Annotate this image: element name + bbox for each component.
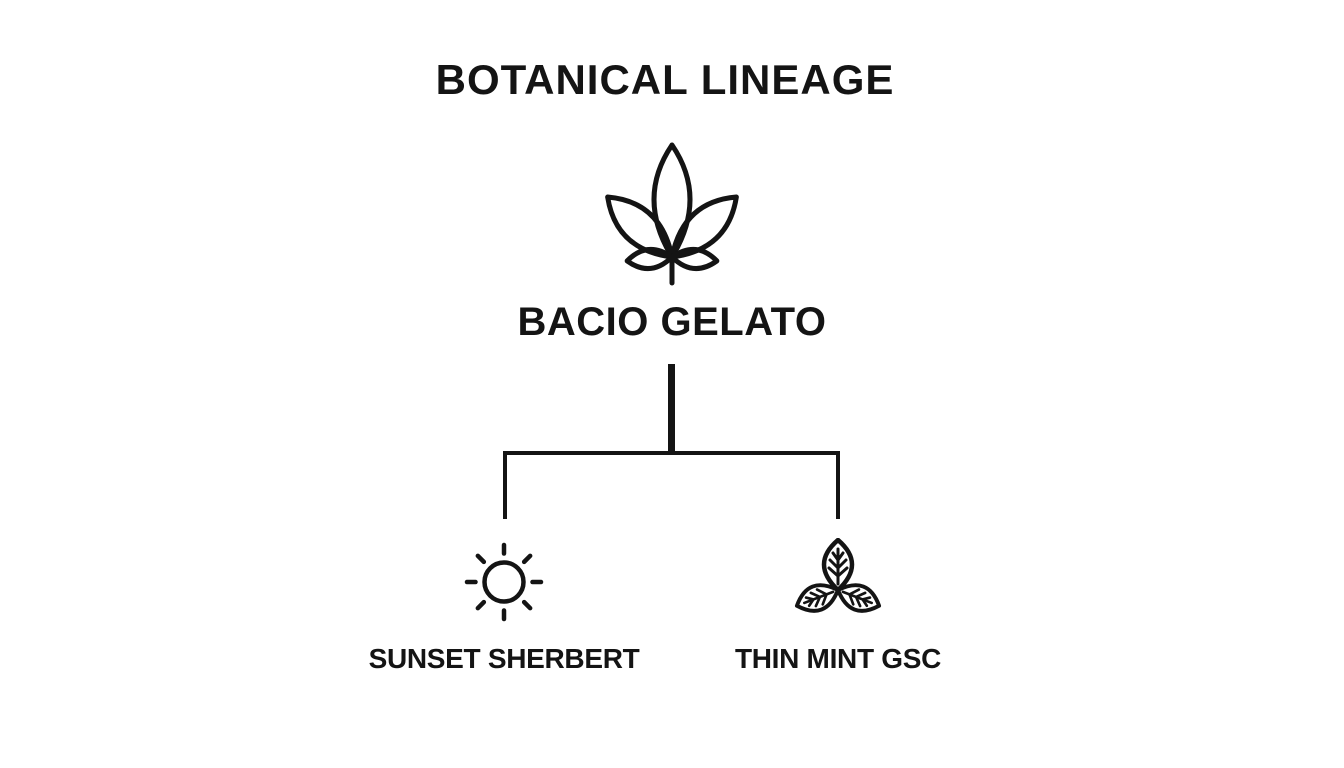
child-strain-label-right: THIN MINT GSC [734,643,942,674]
sun-icon [458,536,550,628]
child-strain-label-left: SUNSET SHERBERT [368,643,640,674]
connector-drop-right [836,451,840,519]
connector-drop-left [503,451,507,519]
mint-leaf-icon [790,538,886,634]
connector-horizontal [503,451,840,455]
cannabis-leaf-icon [592,134,752,286]
diagram-title: BOTANICAL LINEAGE [435,56,895,103]
parent-strain-label: BACIO GELATO [517,300,827,344]
connector-stem [668,364,675,453]
